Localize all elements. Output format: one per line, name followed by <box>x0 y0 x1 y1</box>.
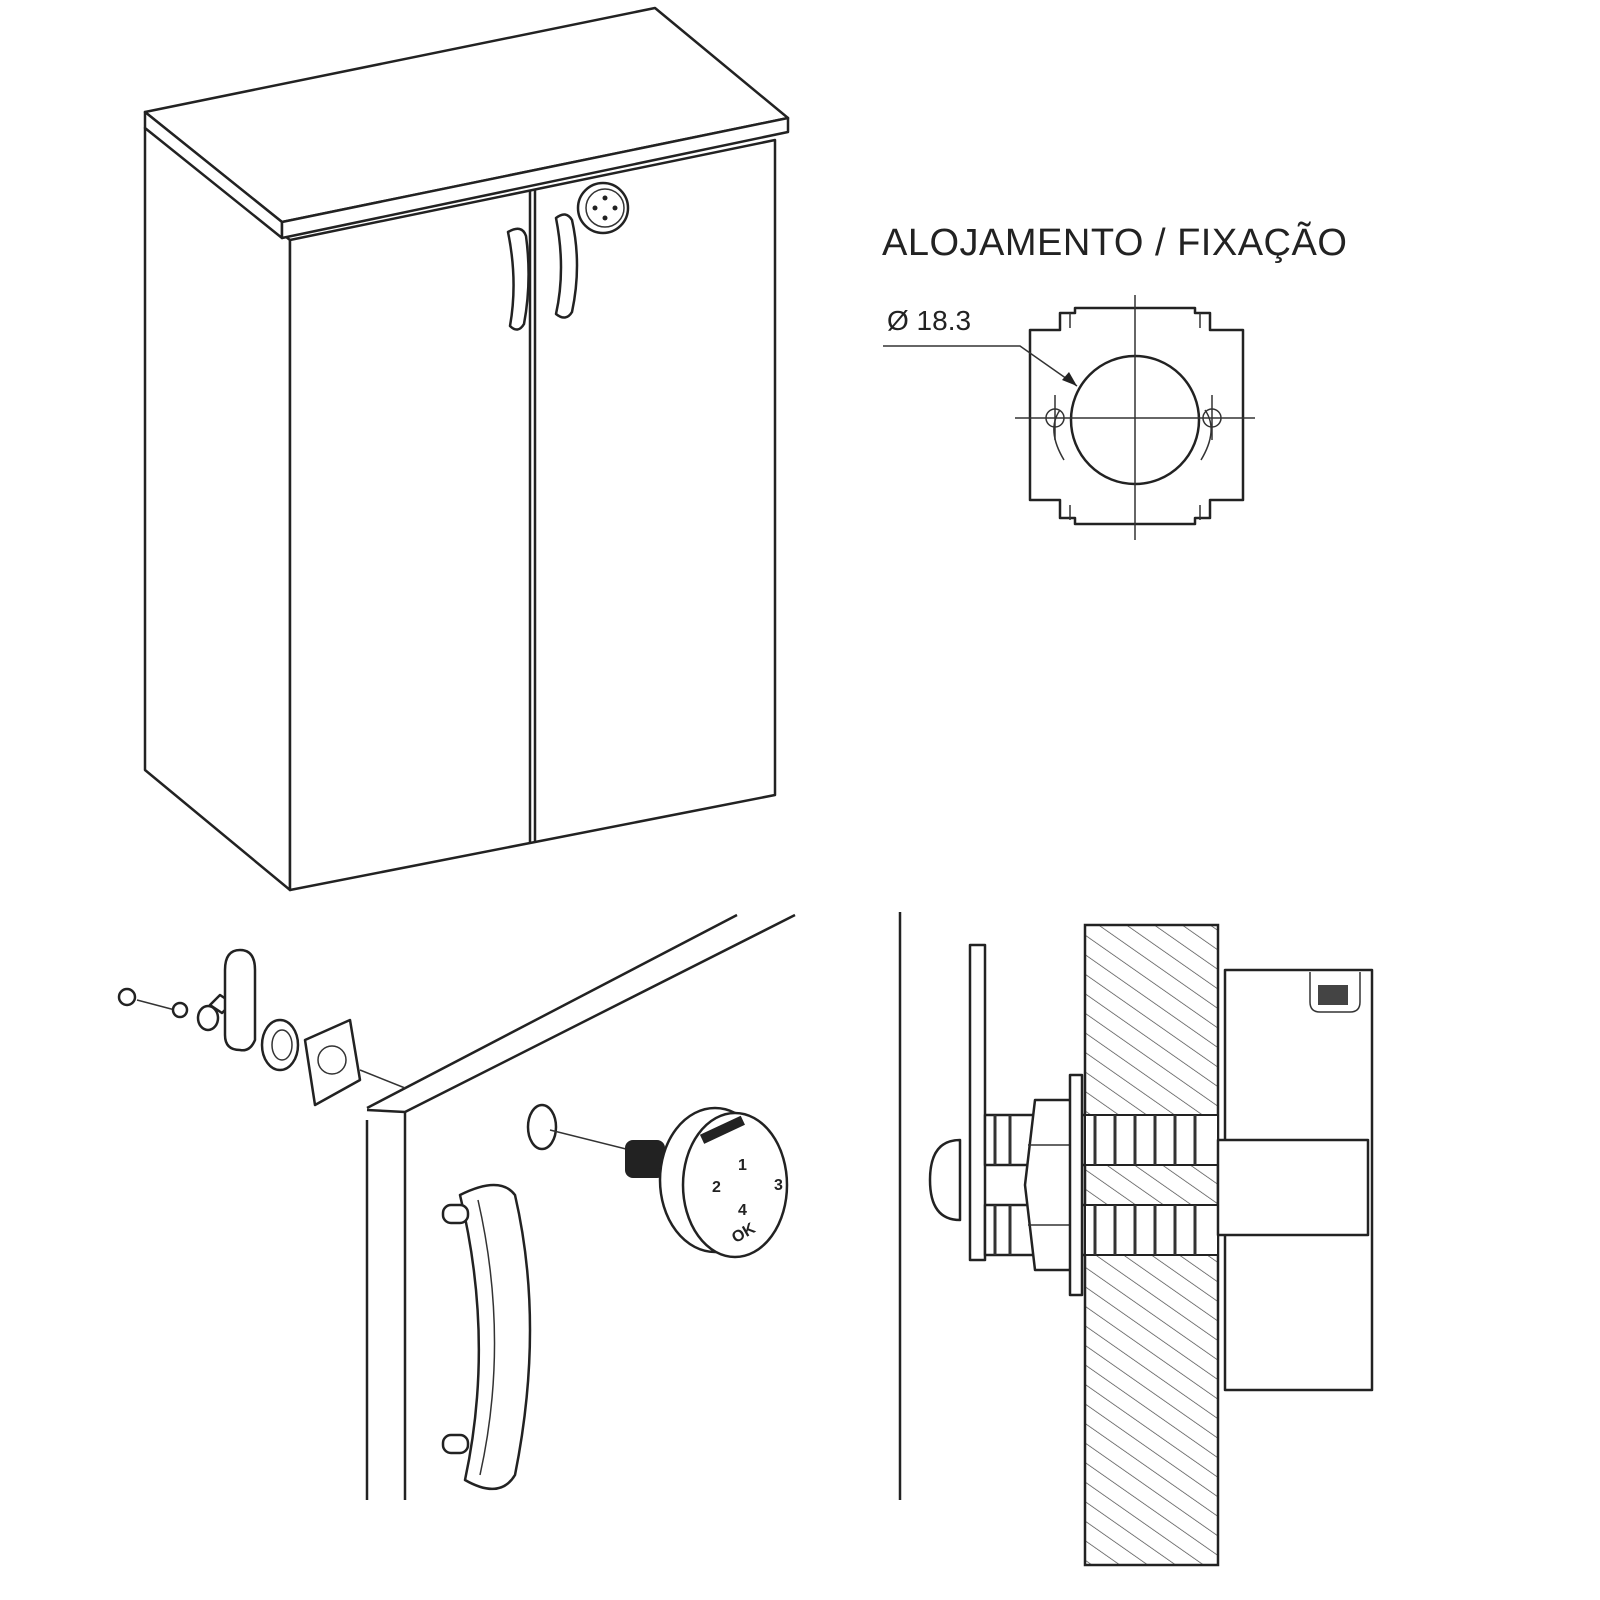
lock-washer <box>171 1001 189 1019</box>
cam-bar <box>223 948 257 1052</box>
keypad-key-1: 1 <box>738 1157 747 1174</box>
keypad-lock-unit: 1 2 3 4 OK <box>658 1106 789 1259</box>
cross-section-view <box>898 912 1374 1567</box>
cabinet-keypad-lock <box>576 181 630 235</box>
housing-title: ALOJAMENTO / FIXAÇÃO <box>882 222 1348 264</box>
left-door-handle <box>506 227 530 331</box>
keypad-key-4: 4 <box>738 1202 747 1219</box>
door-hole <box>526 1103 558 1151</box>
keypad-key-2: 2 <box>712 1179 721 1196</box>
cabinet-front <box>288 138 777 892</box>
door-handle-closeup <box>441 1183 532 1490</box>
washer <box>196 1004 220 1032</box>
housing-cutout-drawing <box>883 295 1255 540</box>
screw <box>117 987 137 1007</box>
lock-shaft <box>625 1140 665 1178</box>
cabinet-side-panel <box>143 126 292 892</box>
exploded-assembly-view: 1 2 3 4 OK <box>117 913 796 1500</box>
cam-screw-head <box>928 1138 962 1222</box>
diameter-label: Ø 18.3 <box>887 305 972 336</box>
nut <box>260 1018 300 1072</box>
cam-plate <box>968 943 987 1262</box>
keypad-key-3: 3 <box>774 1177 783 1194</box>
mounting-plate-section <box>1068 1073 1084 1297</box>
mounting-plate <box>303 1018 362 1107</box>
cabinet-illustration <box>143 6 790 892</box>
right-door-handle <box>554 213 579 319</box>
diameter-leader-line <box>883 345 1078 387</box>
